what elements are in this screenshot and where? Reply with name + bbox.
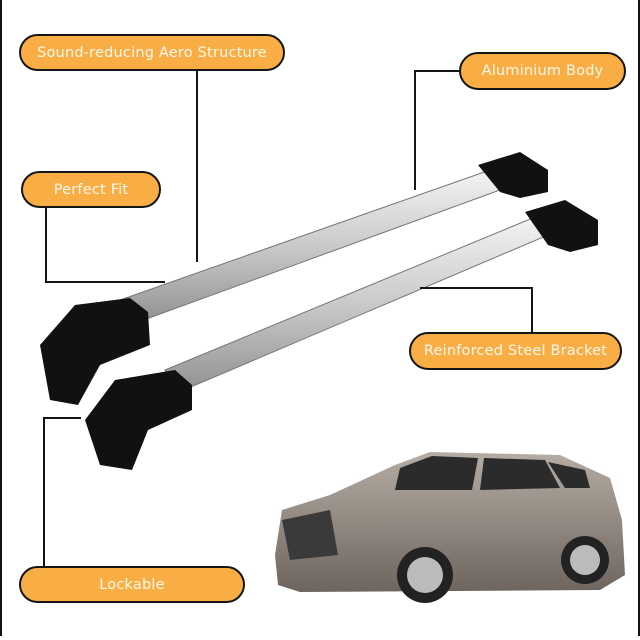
connector-bracket <box>531 287 533 333</box>
label-aluminium-body: Aluminium Body <box>459 52 626 90</box>
connector-aluminium <box>414 70 416 190</box>
roof-bar-rear <box>119 169 501 326</box>
bar-foot-rear-right <box>478 152 548 198</box>
connector-bracket-h <box>420 287 533 289</box>
connector-fit <box>45 208 47 283</box>
connector-aluminium-h <box>414 70 460 72</box>
connector-fit-h <box>45 281 165 283</box>
bar-foot-front-left <box>85 370 192 470</box>
label-aero-structure: Sound-reducing Aero Structure <box>19 34 285 71</box>
label-lockable: Lockable <box>19 566 245 603</box>
label-steel-bracket: Reinforced Steel Bracket <box>409 332 622 370</box>
bar-foot-front-right <box>525 200 598 252</box>
connector-lock-h <box>43 417 81 419</box>
connector-aero <box>196 71 198 262</box>
car-image <box>275 452 625 603</box>
bar-foot-rear-left <box>40 298 150 405</box>
label-perfect-fit: Perfect Fit <box>21 171 161 208</box>
connector-lock <box>43 417 45 567</box>
